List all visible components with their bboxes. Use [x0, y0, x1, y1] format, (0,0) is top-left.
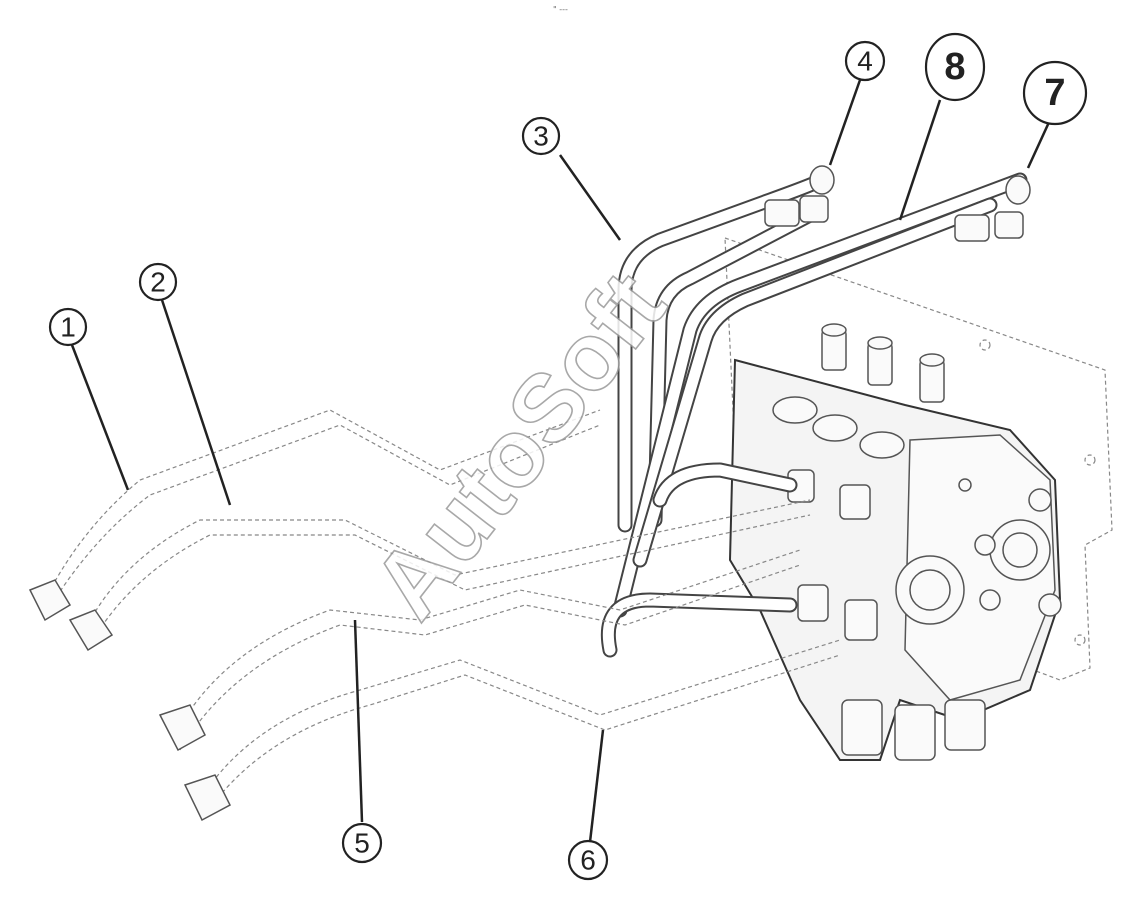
- callout-4: 4: [844, 40, 886, 82]
- tube-2: [68, 499, 811, 652]
- callout-2-label: 2: [150, 267, 166, 298]
- callout-8: 8: [924, 32, 986, 102]
- header-mark: " ---: [553, 5, 568, 14]
- callout-5: 5: [341, 822, 383, 864]
- watermark-text: AutoSoft: [352, 253, 686, 638]
- tube-6: [183, 639, 841, 822]
- control-valve-block: [728, 323, 1062, 761]
- callout-7: 7: [1022, 60, 1088, 126]
- valve-loop-tubes: [600, 462, 798, 658]
- callout-3-label: 3: [533, 121, 549, 152]
- callout-6: 6: [567, 839, 609, 881]
- callout-1: 1: [48, 307, 88, 347]
- callout-4-label: 4: [857, 46, 873, 77]
- tube-1: [28, 409, 601, 622]
- callout-5-label: 5: [354, 828, 370, 859]
- tube-7-8: [612, 172, 1031, 618]
- callout-6-label: 6: [580, 845, 596, 876]
- tube-5: [158, 549, 801, 752]
- callout-3: 3: [521, 116, 561, 156]
- tube-3-4: [617, 165, 835, 533]
- callout-7-label: 7: [1044, 72, 1065, 114]
- callout-8-label: 8: [944, 46, 965, 88]
- leader-lines: [70, 79, 1052, 843]
- callout-1-label: 1: [60, 312, 76, 343]
- callout-2: 2: [138, 262, 178, 302]
